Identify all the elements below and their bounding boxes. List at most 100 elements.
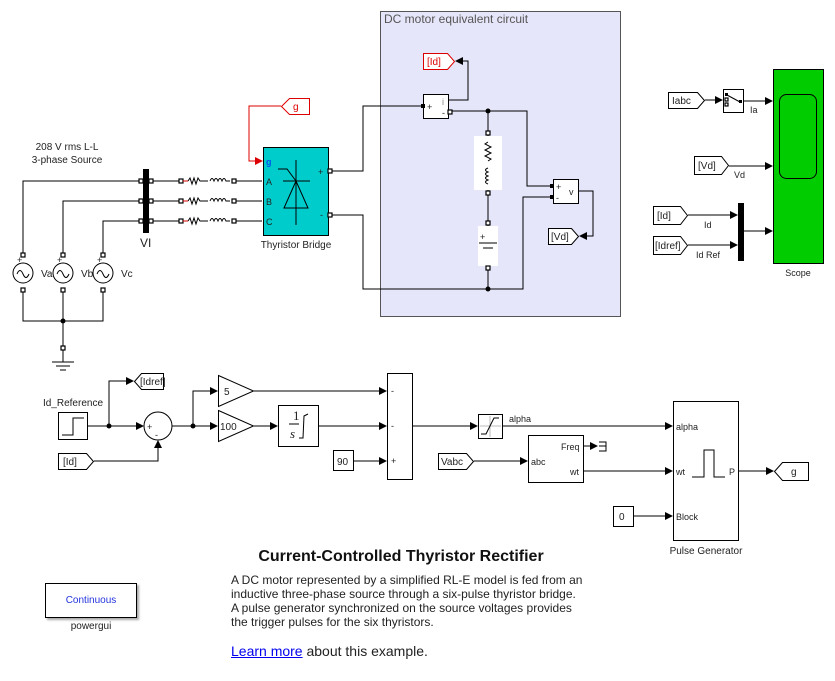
ia-signal-label: Ia	[750, 105, 758, 115]
from-vd-label: [Vd]	[698, 161, 716, 172]
motor-emf-battery[interactable]: +	[478, 220, 498, 271]
saturation-block[interactable]	[478, 414, 503, 439]
pulse-generator-label: Pulse Generator	[670, 546, 743, 557]
pulse-icon	[692, 449, 725, 478]
sum-plus: +	[147, 422, 152, 432]
goto-g-from-top[interactable]: g	[248, 98, 310, 165]
goto-id-label: [Id]	[427, 57, 441, 68]
integrator-block[interactable]: 1 s	[278, 405, 319, 447]
pulse-generator-block[interactable]: alpha wt Block P	[673, 401, 739, 541]
goto-g-controller-label: g	[791, 467, 797, 478]
sum3-sign-2: -	[391, 421, 394, 431]
wire-dc-minus	[332, 196, 552, 290]
id-reference-label: Id_Reference	[43, 398, 103, 409]
goto-g-controller-block[interactable]: g	[773, 462, 809, 481]
battery-plus: +	[480, 232, 485, 242]
learn-more-link[interactable]: Learn more	[231, 643, 303, 659]
voltage-measurement-block[interactable]: + v -	[550, 179, 579, 204]
learn-more-suffix: about this example.	[302, 643, 428, 659]
annotation-line: A pulse generator synchronized on the so…	[231, 601, 572, 615]
pll-in-abc: abc	[531, 457, 546, 467]
from-iabc-label: Iabc	[672, 96, 691, 107]
vi-label: VI	[140, 236, 151, 250]
svg-text:+: +	[97, 255, 102, 265]
thyristor-icon	[278, 160, 310, 225]
from-id-controller-label: [Id]	[63, 457, 77, 468]
from-vabc-block[interactable]: Vabc	[438, 453, 475, 470]
constant-90-block[interactable]: 90	[333, 450, 354, 471]
sum-block-error[interactable]: + -	[143, 411, 173, 441]
from-id-label: [Id]	[657, 211, 671, 222]
source-vc-label: Vc	[121, 269, 133, 280]
vm-v: v	[569, 187, 574, 197]
from-idref-label: [Idref]	[655, 241, 681, 252]
alpha-signal-label: alpha	[509, 414, 531, 424]
from-iabc-block[interactable]: Iabc	[668, 92, 706, 109]
powergui-block[interactable]: Continuous	[45, 583, 137, 618]
annotation-line: A DC motor represented by a simplified R…	[231, 573, 583, 587]
mux-block[interactable]	[738, 203, 744, 261]
terminator-icon	[599, 441, 607, 452]
goto-id-block[interactable]: [Id]	[423, 53, 456, 70]
bridge-label: Thyristor Bridge	[261, 240, 332, 251]
step-block-id-reference[interactable]	[58, 412, 88, 440]
svg-text:+: +	[57, 255, 62, 265]
bridge-port-plus: +	[318, 167, 323, 177]
source-label-2: 3-phase Source	[32, 155, 103, 166]
vi-measurement-block[interactable]: VI	[138, 169, 154, 250]
scope-block[interactable]	[773, 69, 824, 264]
vm-minus: -	[556, 193, 559, 203]
pg-in-wt: wt	[675, 467, 685, 477]
from-id-controller-block[interactable]: [Id]	[58, 453, 95, 470]
gain-i-block[interactable]: 100	[218, 409, 255, 443]
cm-minus: -	[442, 108, 445, 118]
thyristor-bridge-block[interactable]: g A B C + -	[263, 147, 333, 236]
source-va-label: Va	[41, 269, 53, 280]
pg-in-alpha: alpha	[676, 422, 698, 432]
idref-signal-label: Id Ref	[696, 250, 721, 260]
bridge-port-a: A	[266, 177, 272, 187]
constant-0-block[interactable]: 0	[613, 506, 634, 527]
annotation-line: inductive three-phase source through a s…	[231, 587, 576, 601]
svg-text:+: +	[17, 255, 22, 265]
goto-vd-block[interactable]: [Vd]	[548, 228, 580, 245]
gain-p-value: 5	[224, 387, 230, 398]
ac-source-b[interactable]: + Va	[41, 252, 74, 293]
powergui-mode: Continuous	[65, 595, 117, 606]
bridge-port-b: B	[266, 197, 272, 207]
goto-vd-label: [Vd]	[551, 232, 569, 243]
selector-block[interactable]	[723, 89, 744, 113]
pll-block[interactable]: abc Freq wt	[528, 435, 584, 483]
motor-rl-block[interactable]	[474, 130, 502, 196]
from-idref-block[interactable]: [Idref]	[653, 236, 689, 255]
sum-minus: -	[155, 430, 158, 440]
current-measurement-block[interactable]: + i -	[421, 94, 453, 119]
annotation-line: the trigger pulses for the six thyristor…	[231, 615, 434, 629]
integrator-num: 1	[293, 408, 300, 423]
id-signal-label: Id	[704, 220, 712, 230]
cm-i: i	[442, 97, 444, 107]
annotation-description: A DC motor represented by a simplified R…	[231, 573, 611, 629]
ac-source-c[interactable]: + Vb Vc	[81, 252, 133, 293]
sum3-sign-1: -	[391, 386, 394, 396]
from-id-block[interactable]: [Id]	[653, 206, 689, 225]
goto-idref-block[interactable]: [Idref]	[133, 373, 166, 390]
pll-out-wt: wt	[569, 467, 579, 477]
wire-dc-plus	[332, 105, 423, 172]
integrator-den: s	[290, 426, 295, 441]
source-wires	[22, 180, 140, 371]
pll-out-freq: Freq	[561, 442, 580, 452]
source-label-1: 208 V rms L-L	[36, 142, 99, 153]
rl-impedance-branches[interactable]	[153, 176, 262, 226]
constant-90-value: 90	[337, 457, 349, 468]
bridge-port-c: C	[266, 217, 273, 227]
from-vd-block[interactable]: [Vd]	[694, 156, 730, 175]
ac-source-a[interactable]: +	[12, 252, 34, 293]
source-vb-label: Vb	[81, 269, 94, 280]
powergui-label: powergui	[70, 621, 112, 632]
gain-p-block[interactable]: 5	[218, 374, 255, 408]
sum3-block[interactable]: - - +	[387, 373, 413, 480]
goto-g-label: g	[293, 102, 299, 113]
gain-i-value: 100	[220, 422, 237, 433]
